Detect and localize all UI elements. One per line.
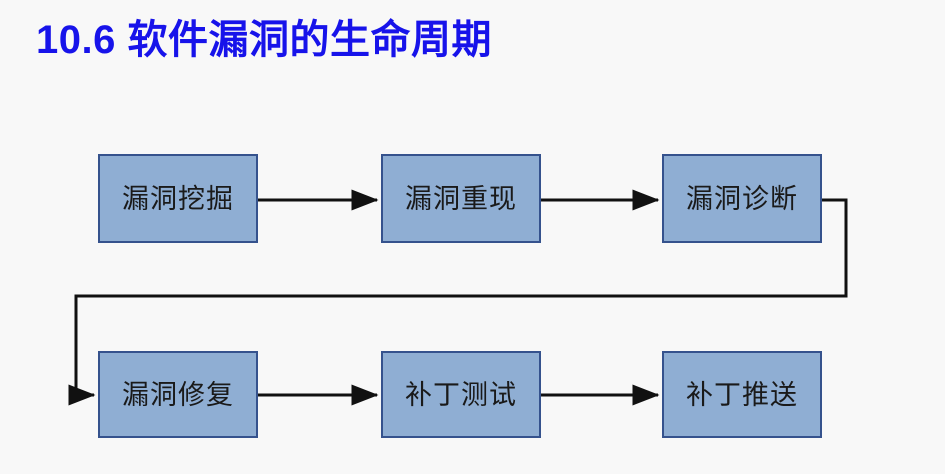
flow-node-vulnerability-repair[interactable]: 漏洞修复: [98, 351, 258, 438]
flow-node-label: 漏洞重现: [405, 183, 517, 214]
flow-node-label: 漏洞修复: [122, 379, 234, 410]
flow-node-patch-testing[interactable]: 补丁测试: [381, 351, 541, 438]
flow-node-patch-push[interactable]: 补丁推送: [662, 351, 822, 438]
flow-node-vulnerability-discovery[interactable]: 漏洞挖掘: [98, 154, 258, 243]
flow-node-label: 漏洞挖掘: [122, 183, 234, 214]
flow-node-label: 补丁推送: [686, 379, 798, 410]
flow-node-label: 漏洞诊断: [686, 183, 798, 214]
flow-node-label: 补丁测试: [405, 379, 517, 410]
flow-node-vulnerability-reproduction[interactable]: 漏洞重现: [381, 154, 541, 243]
page-title: 10.6 软件漏洞的生命周期: [36, 18, 492, 62]
flow-node-vulnerability-diagnosis[interactable]: 漏洞诊断: [662, 154, 822, 243]
